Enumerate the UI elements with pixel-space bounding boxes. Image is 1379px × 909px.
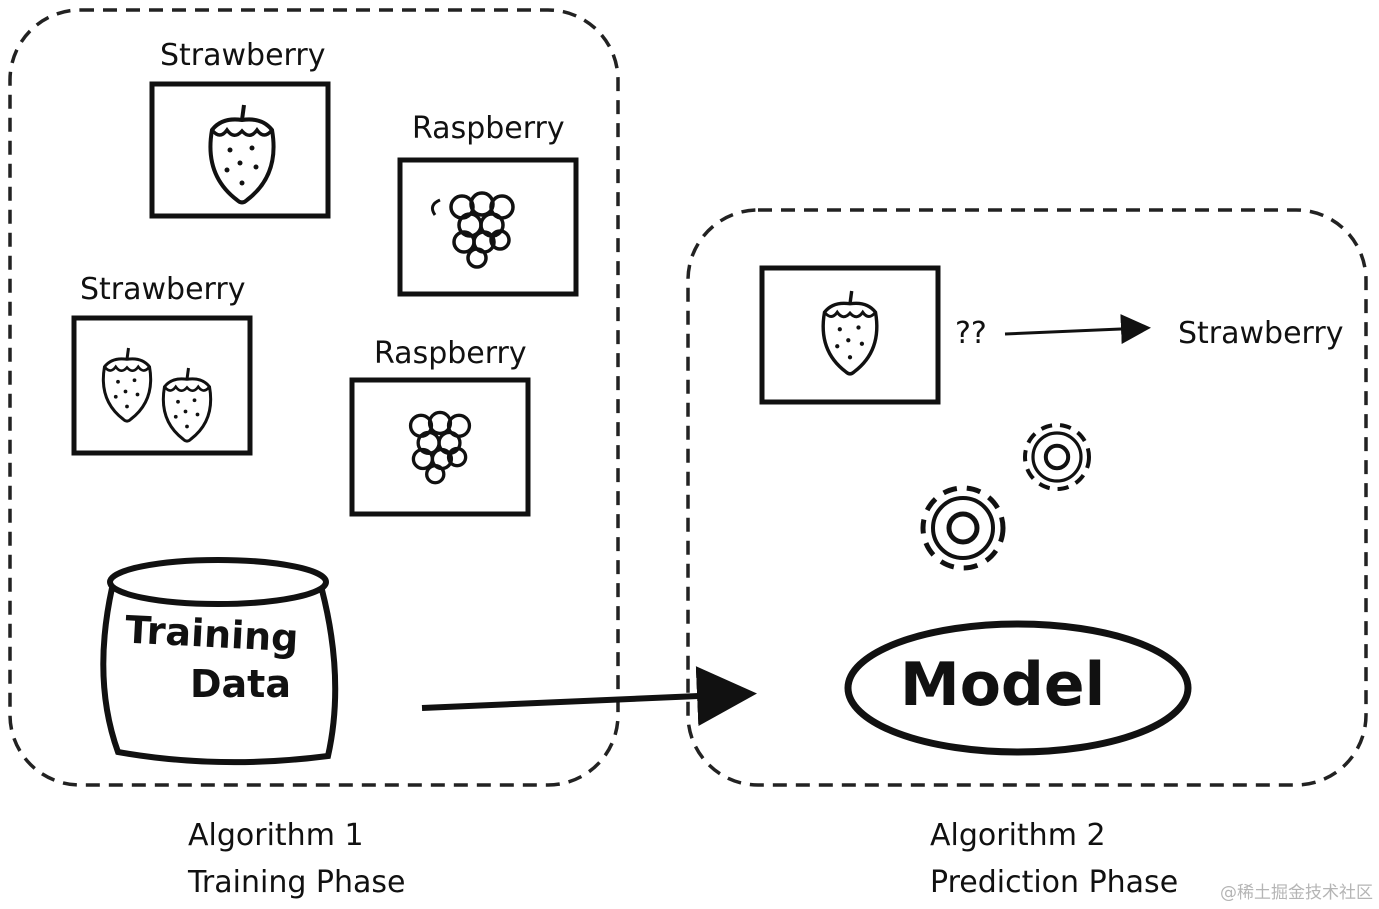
model-ellipse (844, 620, 1192, 756)
training-data-store (100, 557, 339, 766)
prediction-arrow (1004, 314, 1151, 345)
training-image-2 (397, 157, 579, 297)
training-image-4 (349, 377, 531, 517)
strawberry-icon (161, 366, 213, 443)
training-label-3: Strawberry (80, 272, 246, 307)
prediction-caption-line1: Algorithm 2 (930, 818, 1106, 853)
training-data-label-line1: Training (123, 607, 300, 661)
training-label-2: Raspberry (412, 111, 565, 146)
training-label-4: Raspberry (374, 336, 527, 371)
training-caption-line2: Training Phase (188, 865, 406, 900)
watermark: @稀土掘金技术社区 (1220, 883, 1373, 903)
prediction-label: Strawberry (1178, 316, 1344, 351)
training-label-1: Strawberry (160, 38, 326, 73)
input-image (759, 265, 941, 405)
training-image-3 (71, 315, 253, 456)
training-caption-line1: Algorithm 1 (188, 818, 364, 853)
model-label: Model (900, 650, 1106, 720)
strawberry-icon (821, 289, 879, 376)
training-image-1 (149, 81, 331, 219)
raspberry-icon (449, 191, 515, 269)
training-phase-panel (8, 8, 620, 787)
strawberry-icon (208, 103, 276, 205)
prediction-caption-line2: Prediction Phase (930, 865, 1179, 900)
raspberry-icon (408, 410, 472, 485)
unknown-marker: ?? (955, 316, 987, 351)
gear-icon-small (1025, 425, 1089, 489)
strawberry-icon (101, 346, 153, 423)
training-data-label-line2: Data (190, 662, 291, 706)
prediction-phase-panel (686, 208, 1368, 787)
gear-icon-large (923, 488, 1003, 568)
training-to-model-arrow (421, 666, 757, 727)
